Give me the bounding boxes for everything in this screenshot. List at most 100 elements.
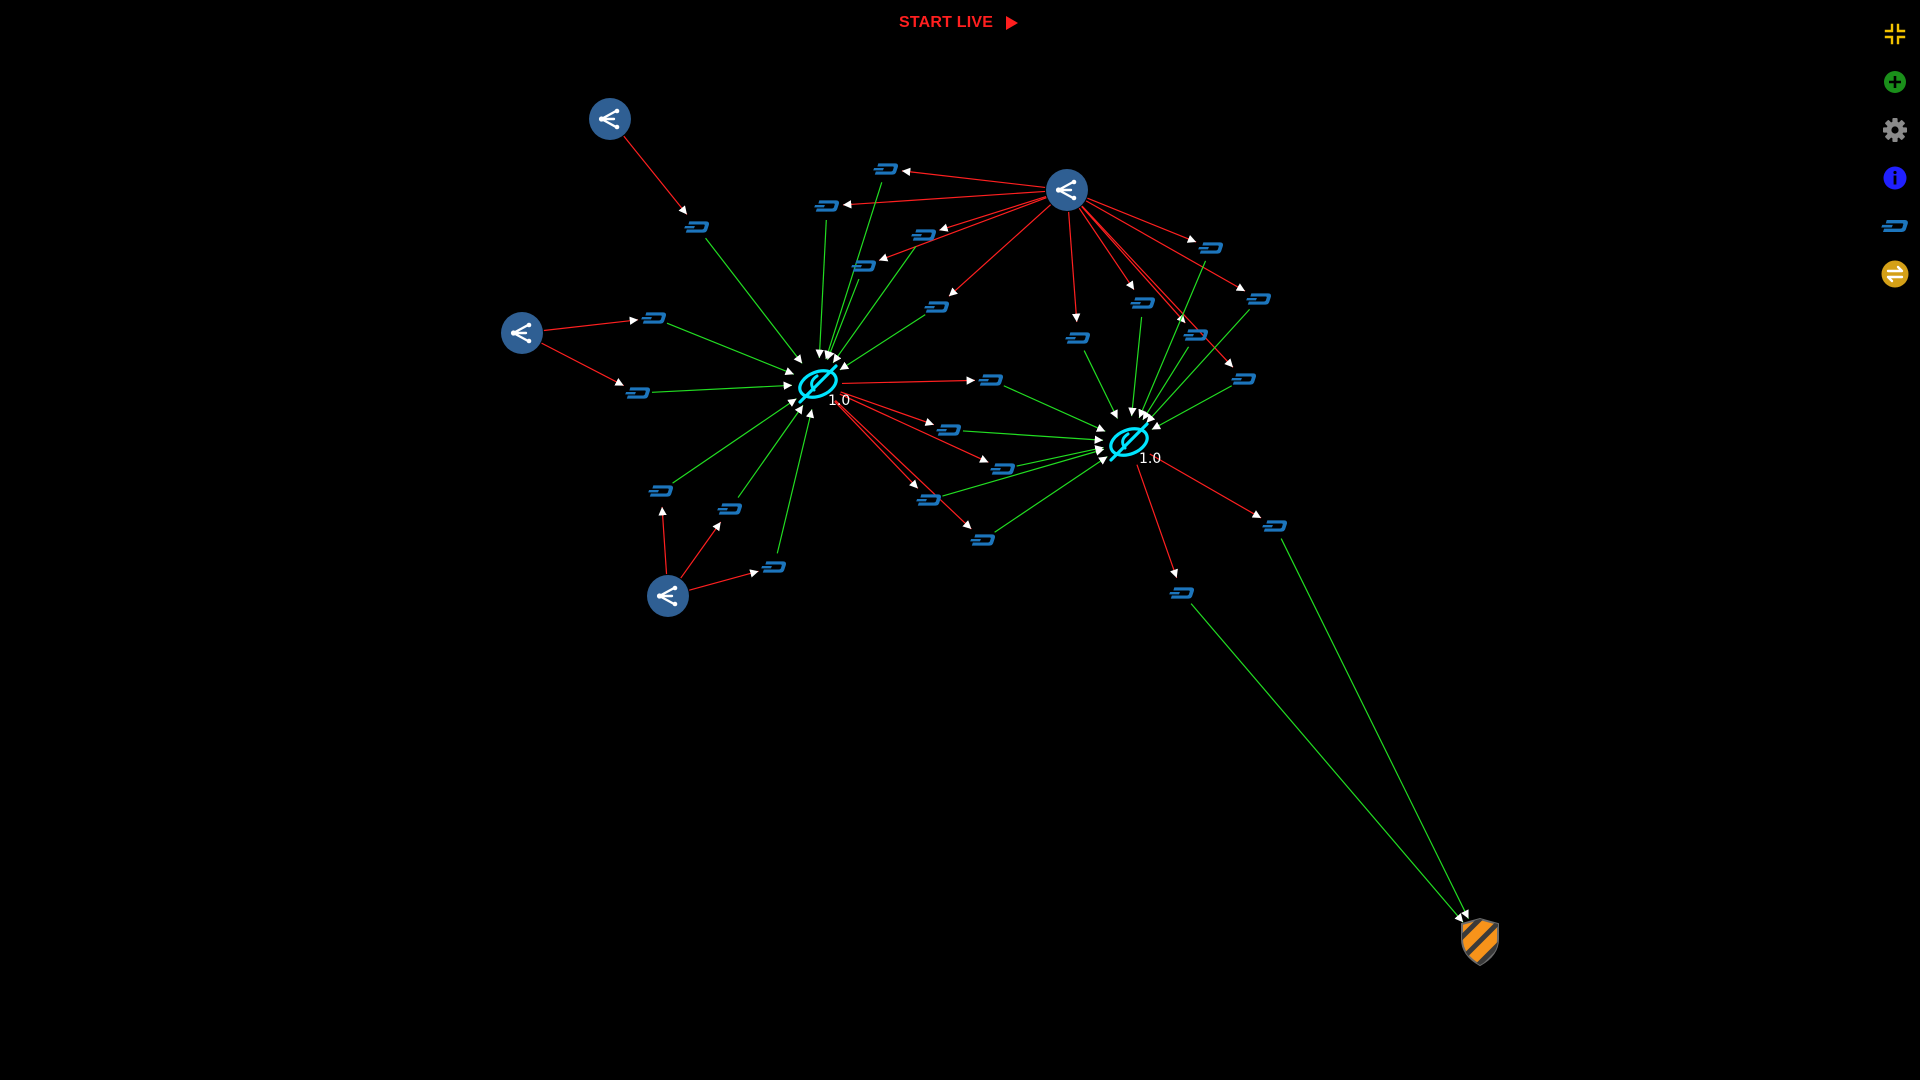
start-live-button[interactable]: START LIVE [899,10,1019,36]
outgoing-edge [1190,603,1464,923]
add-icon [1884,71,1906,93]
source-node[interactable] [1046,169,1088,211]
gear-icon [1883,118,1907,142]
dash-address-node[interactable] [814,200,840,212]
source-node[interactable] [589,98,631,140]
outgoing-edge [737,404,804,498]
dash-address-node[interactable] [1231,373,1257,385]
dash-coin-icon [990,463,1016,475]
dash-address-node[interactable] [684,221,710,233]
share-icon [647,575,689,617]
outgoing-edge [1003,385,1106,432]
dash-address-node[interactable] [911,229,937,241]
dash-coin-icon [851,260,877,272]
incoming-edge [840,391,935,426]
incoming-edge [689,569,759,591]
outgoing-edge [776,409,815,554]
settings-button[interactable] [1878,106,1912,154]
dash-address-node[interactable] [717,503,743,515]
dash-address-node[interactable] [641,312,667,324]
dash-address-node[interactable] [1198,242,1224,254]
outgoing-edge [1280,538,1470,919]
dash-address-node[interactable] [1130,297,1156,309]
dash-coin-icon [1169,587,1195,599]
outgoing-edge [826,278,860,360]
target-node[interactable] [1452,915,1508,969]
dash-coin-icon [1198,242,1224,254]
dash-address-node[interactable] [936,424,962,436]
info-button[interactable] [1878,154,1912,202]
outgoing-edge [1151,385,1233,431]
outgoing-edge [994,455,1108,533]
dash-address-node[interactable] [916,494,942,506]
mixer-node-label: 1.0 [828,393,850,409]
outgoing-edge [672,398,797,484]
dash-coin-icon [936,424,962,436]
dash-address-node[interactable] [1169,587,1195,599]
dash-coin-icon [1880,218,1910,234]
dash-address-node[interactable] [625,387,651,399]
dash-address-node[interactable] [978,374,1004,386]
dash-address-node[interactable] [1262,520,1288,532]
info-icon [1883,166,1907,190]
incoming-edge [835,400,972,530]
start-live-label: START LIVE [899,14,994,31]
collapse-button[interactable] [1878,10,1912,58]
incoming-edge [623,135,688,215]
dash-address-node[interactable] [990,463,1016,475]
outgoing-edge [942,447,1105,497]
dash-address-node[interactable] [648,485,674,497]
dash-coin-icon [1065,332,1091,344]
dash-address-node[interactable] [970,534,996,546]
add-node-button[interactable] [1878,58,1912,106]
dash-coin-icon [761,561,787,573]
outgoing-edge [651,381,793,393]
mixer-node[interactable]: 1.0 [1105,422,1161,467]
dash-address-node[interactable] [1065,332,1091,344]
dash-address-node[interactable] [924,301,950,313]
incoming-edge [842,190,1046,209]
dash-coin-icon [625,387,651,399]
incoming-edge [1068,211,1081,323]
right-toolbar [1878,10,1912,298]
dash-coin-icon [911,229,937,241]
outgoing-edge [1142,346,1190,421]
outgoing-edge [1083,350,1119,419]
outgoing-edge [962,430,1104,444]
dash-address-node[interactable] [851,260,877,272]
incoming-edge [839,393,989,463]
incoming-edge [834,400,919,489]
dash-address-node[interactable] [1246,293,1272,305]
dash-coin-icon [1262,520,1288,532]
dash-coin-icon [873,163,899,175]
collapse-icon [1884,23,1906,45]
mixer-node[interactable]: 1.0 [794,364,850,409]
source-node[interactable] [647,575,689,617]
play-icon [1006,16,1019,30]
incoming-edge [1136,464,1178,579]
exchange-button[interactable] [1878,250,1912,298]
incoming-edge [1085,200,1246,292]
dash-address-node[interactable] [873,163,899,175]
outgoing-edge [1138,260,1207,419]
dash-address-node[interactable] [1183,329,1209,341]
dash-coin-icon [717,503,743,515]
incoming-edge [1087,197,1197,243]
dash-coin-icon [1183,329,1209,341]
shield-icon [1452,915,1508,969]
share-icon [501,312,543,354]
dash-coin-icon [970,534,996,546]
dash-address-node[interactable] [761,561,787,573]
dash-currency-button[interactable] [1878,202,1912,250]
outgoing-edge [1016,445,1104,467]
incoming-edge [1078,207,1135,291]
incoming-edge [658,506,668,575]
dash-coin-icon [814,200,840,212]
source-node[interactable] [501,312,543,354]
incoming-edge [680,521,722,579]
incoming-edge [543,316,639,332]
share-icon [1046,169,1088,211]
outgoing-edge [815,219,827,359]
outgoing-edge [839,314,926,371]
